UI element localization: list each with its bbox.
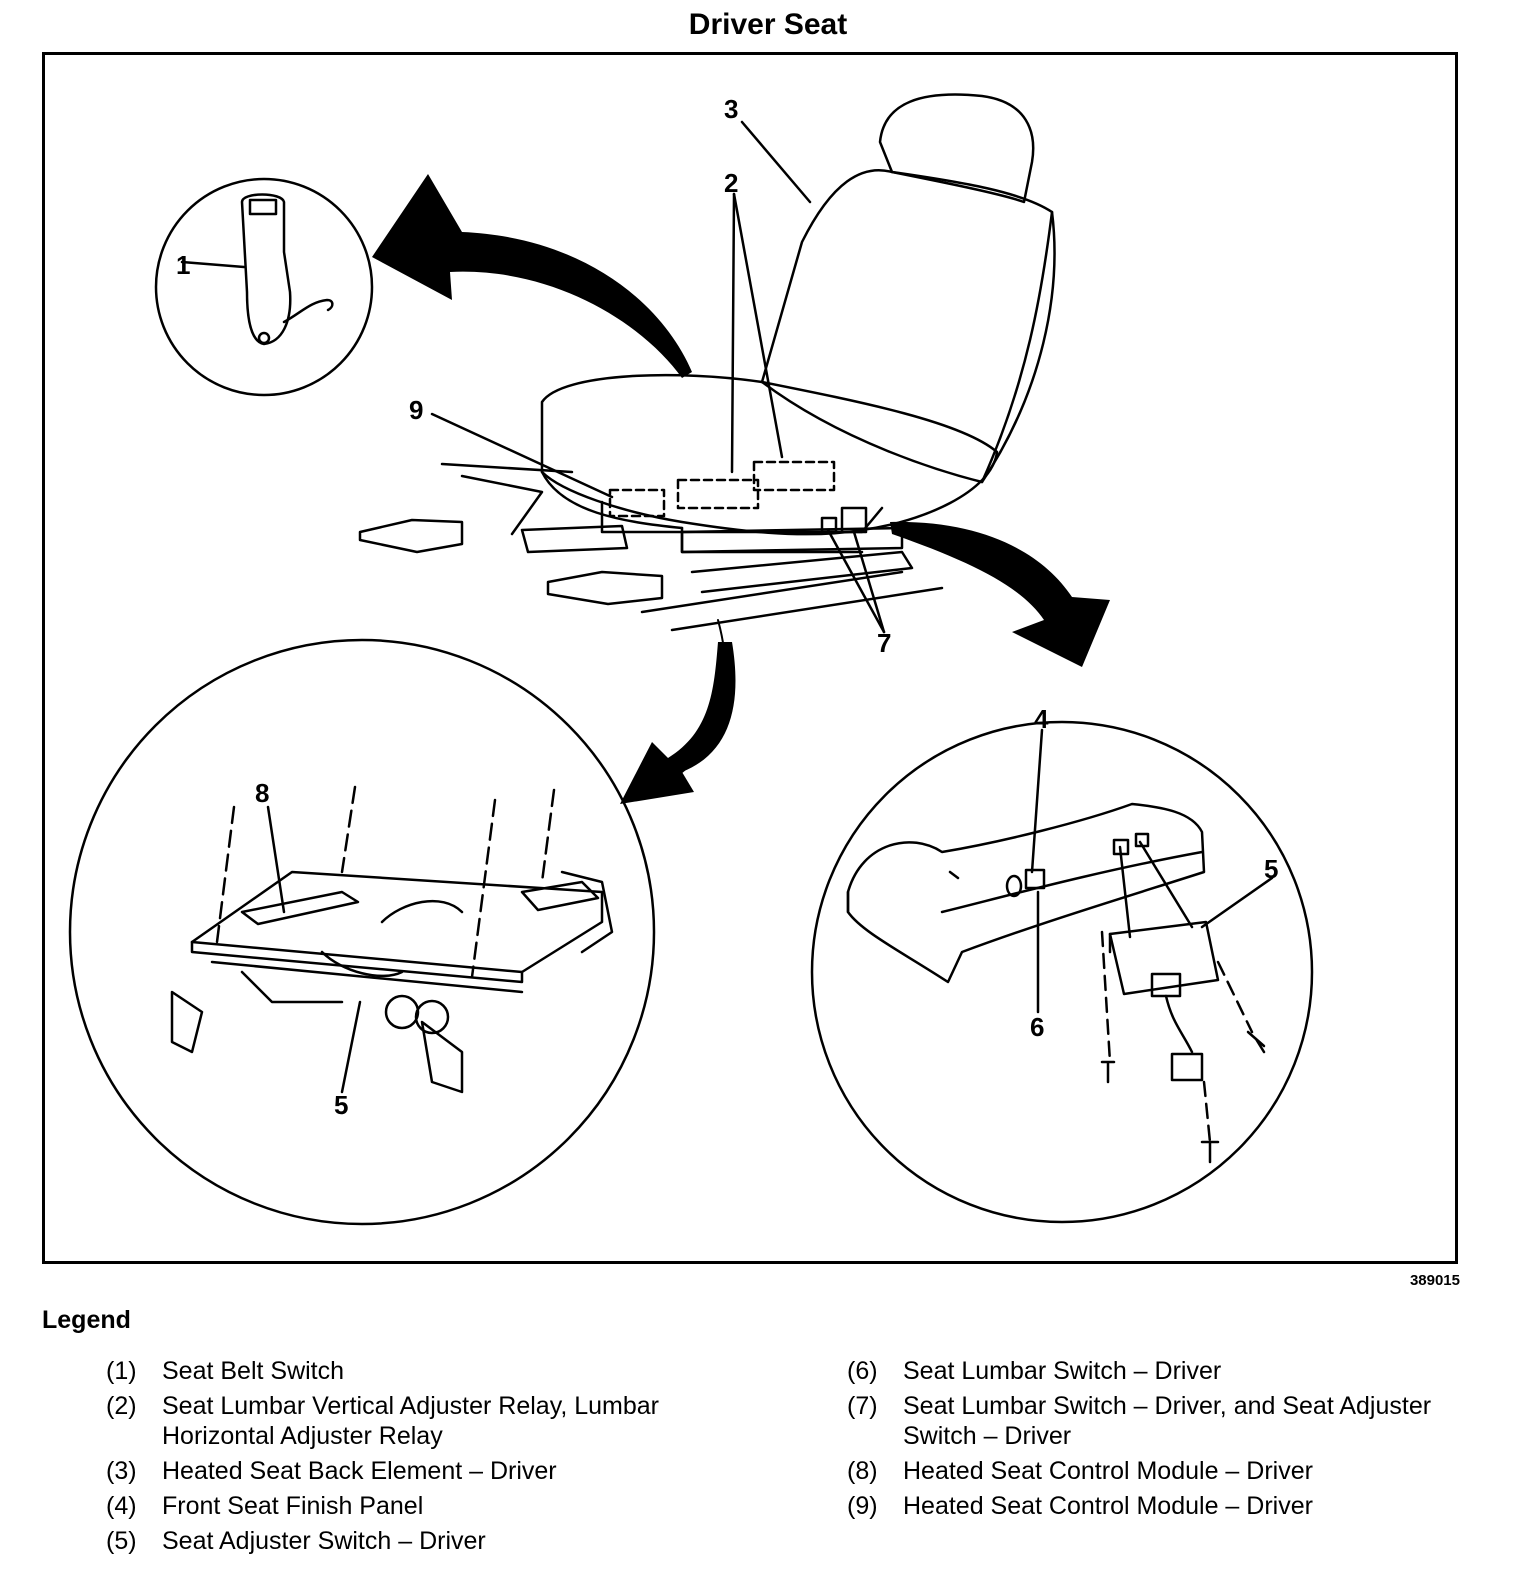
arrow-to-belt-switch: [372, 174, 692, 378]
inset-belt-switch: [154, 177, 374, 397]
adjuster-switch-module: [1108, 920, 1220, 1082]
arrow-to-adjuster-head: [620, 642, 736, 804]
callout-2: 2: [724, 168, 738, 198]
diagram-title: Driver Seat: [688, 8, 848, 41]
finish-panel: [846, 802, 1206, 984]
inset-finish-panel: [810, 720, 1314, 1224]
legend-item: (3)Heated Seat Back Element – Driver: [106, 1457, 557, 1485]
seat-cushion: [540, 373, 999, 536]
callout-8: 8: [255, 778, 269, 808]
inset-seat-adjuster: [68, 638, 656, 1226]
callout-1: 1: [176, 250, 190, 280]
headrest: [878, 93, 1035, 204]
legend-column-left: (1)Seat Belt Switch (2)Seat Lumbar Verti…: [106, 1356, 746, 1561]
lumbar-relay-b: [752, 460, 836, 492]
callout-7: 7: [877, 628, 891, 658]
legend-item: (5)Seat Adjuster Switch – Driver: [106, 1527, 486, 1555]
legend-item: (7)Seat Lumbar Switch – Driver, and Seat…: [847, 1392, 1432, 1450]
track-left: [520, 524, 629, 554]
callout-3: 3: [724, 94, 738, 124]
legend-item: (2)Seat Lumbar Vertical Adjuster Relay, …: [106, 1392, 660, 1450]
diagram-frame: [42, 52, 1458, 1264]
heated-module-9: [608, 488, 666, 518]
screw-left: [1100, 1060, 1116, 1084]
legend-column-right: (6)Seat Lumbar Switch – Driver (7)Seat L…: [847, 1356, 1467, 1526]
belt-buckle: [240, 193, 292, 346]
floor-bracket-left: [358, 518, 464, 554]
lumbar-relay-a: [676, 478, 760, 510]
callout-9: 9: [409, 395, 423, 425]
figure-id: 389015: [1409, 1272, 1460, 1289]
screw-right: [1246, 1030, 1266, 1054]
floor-bracket-front: [546, 570, 664, 606]
screw-bottom: [1200, 1140, 1220, 1164]
arrow-to-finish-panel: [890, 521, 1110, 667]
callout-5-adjuster: 5: [334, 1090, 348, 1120]
legend-item: (6)Seat Lumbar Switch – Driver: [847, 1357, 1222, 1385]
legend-item: (8)Heated Seat Control Module – Driver: [847, 1457, 1313, 1485]
seat-illustration: 1 2 3 9 7 8 5 4 6 5: [68, 93, 1314, 1226]
callout-6: 6: [1030, 1012, 1044, 1042]
seat-back: [760, 168, 1056, 484]
legend-item: (1)Seat Belt Switch: [106, 1357, 345, 1385]
seat-adjuster-assembly: [170, 870, 614, 1094]
callout-4: 4: [1034, 704, 1049, 734]
legend-item: (9)Heated Seat Control Module – Driver: [847, 1492, 1313, 1520]
callout-5-panel: 5: [1264, 854, 1278, 884]
legend-title: Legend: [42, 1306, 131, 1334]
legend-item: (4)Front Seat Finish Panel: [106, 1492, 424, 1520]
